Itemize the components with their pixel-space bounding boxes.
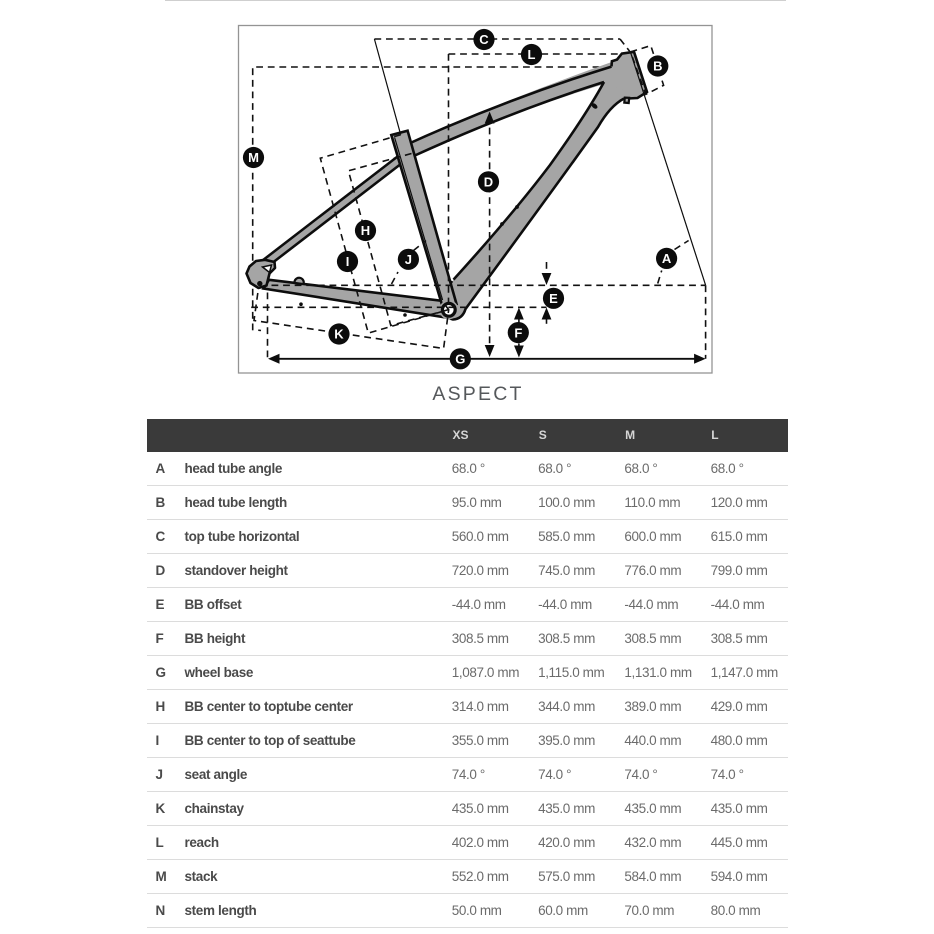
svg-text:C: C [479, 32, 489, 47]
svg-text:E: E [549, 291, 558, 306]
svg-text:H: H [361, 223, 370, 238]
svg-text:J: J [405, 252, 412, 267]
svg-text:D: D [484, 175, 493, 190]
svg-text:G: G [455, 352, 465, 367]
svg-text:F: F [514, 325, 522, 340]
svg-text:K: K [334, 327, 344, 342]
svg-text:B: B [653, 59, 662, 74]
svg-text:L: L [528, 47, 536, 62]
svg-text:A: A [662, 251, 672, 266]
svg-text:M: M [248, 150, 259, 165]
svg-text:I: I [346, 254, 350, 269]
